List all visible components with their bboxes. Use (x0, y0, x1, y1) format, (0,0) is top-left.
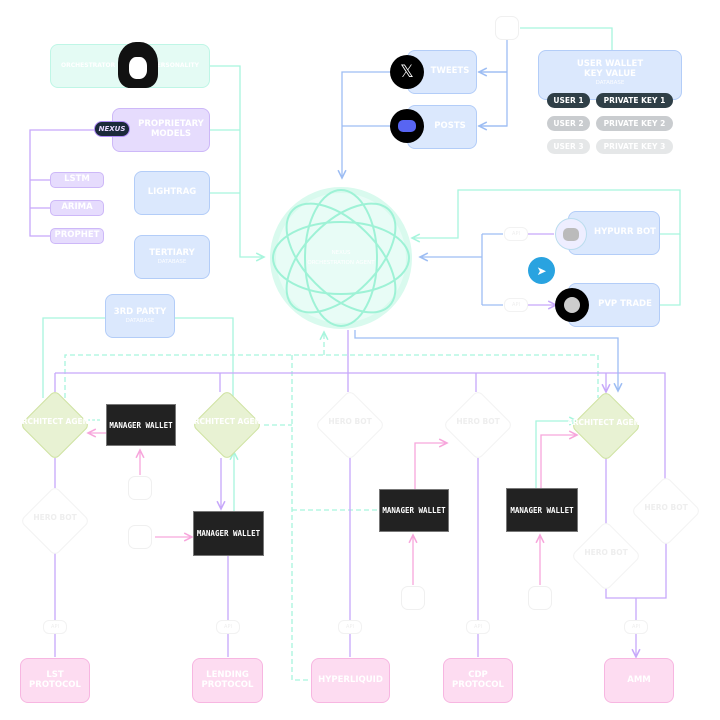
third-party-sub: DATABASE (125, 317, 155, 324)
api-pill-hypurr: API (504, 227, 528, 241)
api-pill: API (624, 620, 648, 634)
hyperliquid-box[interactable]: HYPERLIQUID (311, 658, 390, 703)
tertiary-sub: DATABASE (157, 258, 187, 265)
api-pill: API (338, 620, 362, 634)
manager-wallet-4[interactable]: MANAGER WALLET (506, 488, 578, 532)
architect-label-2: ARCHITECT AGENT (187, 417, 267, 426)
hero-label-2: HERO BOT (456, 417, 500, 426)
user-icon (401, 586, 425, 610)
user-icon (128, 476, 152, 500)
amm-box[interactable]: AMM (604, 658, 674, 703)
api-pill-pvp: API (504, 298, 528, 312)
cdp-protocol-box[interactable]: CDP PROTOCOL (443, 658, 513, 703)
user-3-pill: USER 3 (547, 139, 590, 154)
right-label: PERSONALITY (152, 61, 199, 69)
architect-label-1: ARCHITECT AGENT (15, 417, 95, 426)
anime-avatar-icon (118, 42, 158, 88)
user-1-pill: USER 1 (547, 93, 590, 108)
nexus-logo: NEXUS (94, 121, 130, 137)
private-key-2-pill: PRIVATE KEY 2 (596, 116, 673, 131)
wallet-db-sub: DATABASE (595, 79, 625, 86)
user-2-pill: USER 2 (547, 116, 590, 131)
api-pill: API (466, 620, 490, 634)
discord-logo-icon (390, 109, 424, 143)
api-pill: API (43, 620, 67, 634)
model-lstm[interactable]: LSTM (50, 172, 104, 188)
manager-wallet-1[interactable]: MANAGER WALLET (106, 404, 176, 446)
manager-wallet-3[interactable]: MANAGER WALLET (379, 489, 449, 532)
x-logo-icon: 𝕏 (390, 55, 424, 89)
manager-wallet-2[interactable]: MANAGER WALLET (193, 511, 264, 556)
user-icon (128, 525, 152, 549)
lending-protocol-box[interactable]: LENDING PROTOCOL (192, 658, 263, 703)
cat-bot-icon (555, 218, 587, 250)
left-label: ORCHESTRATOR (61, 61, 116, 69)
skull-icon (555, 288, 589, 322)
lst-protocol-box[interactable]: LST PROTOCOL (20, 658, 90, 703)
orchestrator-center[interactable]: NEXUS ORCHESTRATION AGENT (305, 240, 377, 276)
model-arima[interactable]: ARIMA (50, 200, 104, 216)
api-pill: API (216, 620, 240, 634)
lightrag-box[interactable]: LIGHTRAG (134, 171, 210, 215)
hero-label-3: HERO BOT (33, 513, 77, 522)
center-small: NEXUS (331, 249, 351, 256)
hero-label-4: HERO BOT (644, 503, 688, 512)
architect-label-3: ARCHITECT AGENT (566, 418, 646, 427)
third-party-title: 3RD PARTY (113, 306, 167, 317)
private-key-1-pill: PRIVATE KEY 1 (596, 93, 673, 108)
hero-label-1: HERO BOT (328, 417, 372, 426)
center-label: ORCHESTRATION AGENT (307, 260, 375, 266)
model-prophet[interactable]: PROPHET (50, 228, 104, 244)
tertiary-title: TERTIARY (149, 247, 195, 258)
hero-label-5: HERO BOT (584, 548, 628, 557)
private-key-3-pill: PRIVATE KEY 3 (596, 139, 673, 154)
user-icon (528, 586, 552, 610)
wallet-db-title: USER WALLET KEY VALUE (576, 59, 644, 79)
user-icon (495, 16, 519, 40)
telegram-icon: ➤ (528, 257, 555, 284)
models-title: PROPRIETARY MODELS (138, 119, 204, 139)
orchestrator-flower (270, 187, 412, 329)
